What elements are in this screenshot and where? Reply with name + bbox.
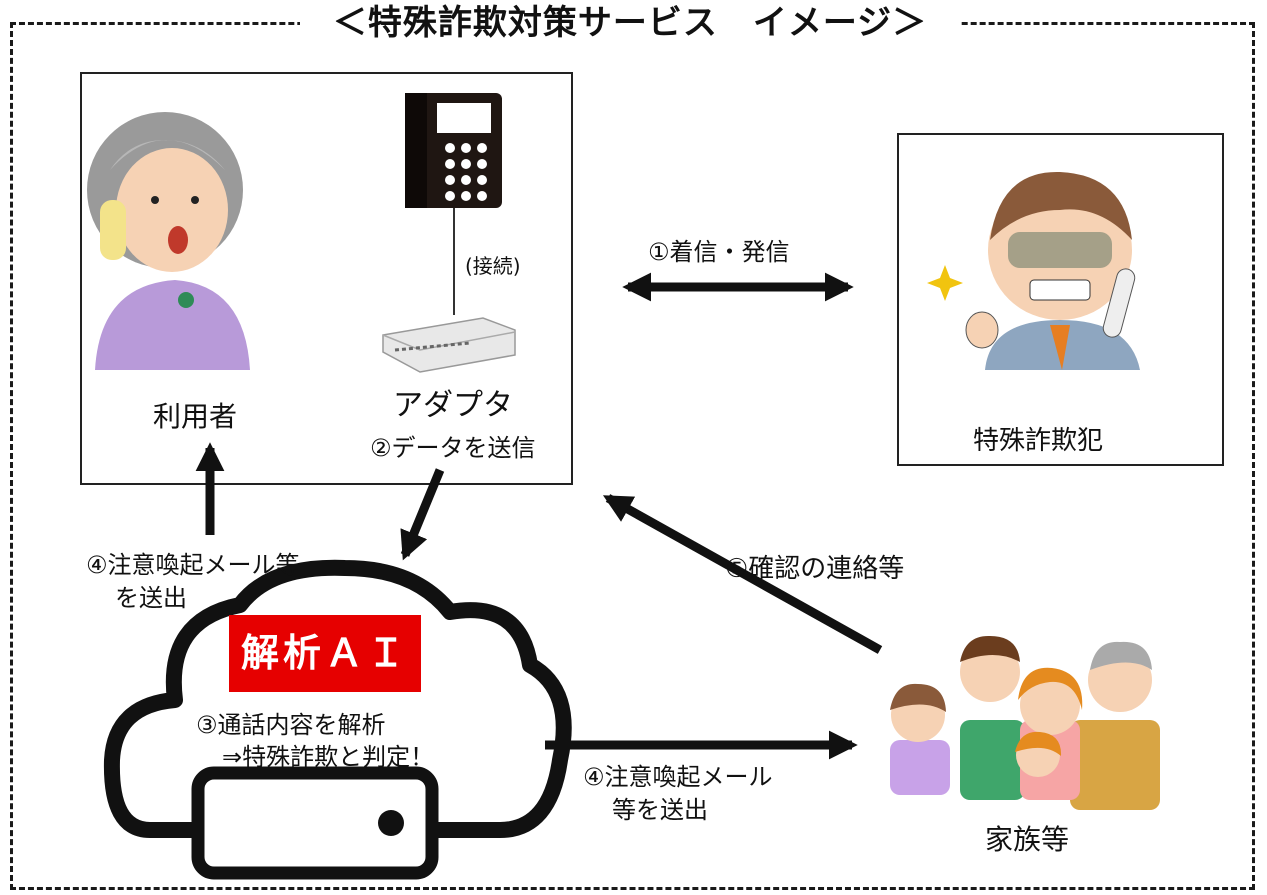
family-illustration (890, 635, 1160, 810)
criminal-illustration (927, 171, 1140, 370)
adapter-device-icon (382, 317, 516, 373)
step1-label: ①着信・発信 (648, 238, 790, 266)
arrows-group (195, 272, 883, 760)
server-icon (191, 766, 439, 880)
step3-line2: ⇒特殊詐欺と判定！ (222, 743, 435, 771)
connection-label: (接続) (465, 254, 521, 278)
arrow-confirm-to-user (602, 494, 883, 654)
step2-label: ②データを送信 (370, 434, 536, 462)
analysis-ai-badge: 解析ＡＩ (229, 615, 421, 692)
diagram-title: ＜特殊詐欺対策サービス イメージ＞ (300, 0, 960, 46)
step4-user-line1: ④注意喚起メール等 (86, 551, 300, 579)
step4-family-line2: 等を送出 (612, 796, 708, 824)
cloud-shape (103, 559, 572, 838)
step4-user-line2: を送出 (115, 584, 187, 612)
arrow-data-to-cloud (400, 468, 445, 561)
user-label: 利用者 (153, 400, 238, 433)
telephone-icon (405, 93, 502, 315)
step4-family-line1: ④注意喚起メール (583, 763, 773, 791)
family-label: 家族等 (985, 823, 1070, 856)
elderly-user-illustration (87, 112, 250, 370)
step3-line1: ③通話内容を解析 (196, 711, 386, 739)
criminal-label: 特殊詐欺犯 (973, 426, 1104, 456)
step5-label: ⑤確認の連絡等 (725, 554, 905, 584)
adapter-label: アダプタ (393, 388, 513, 423)
